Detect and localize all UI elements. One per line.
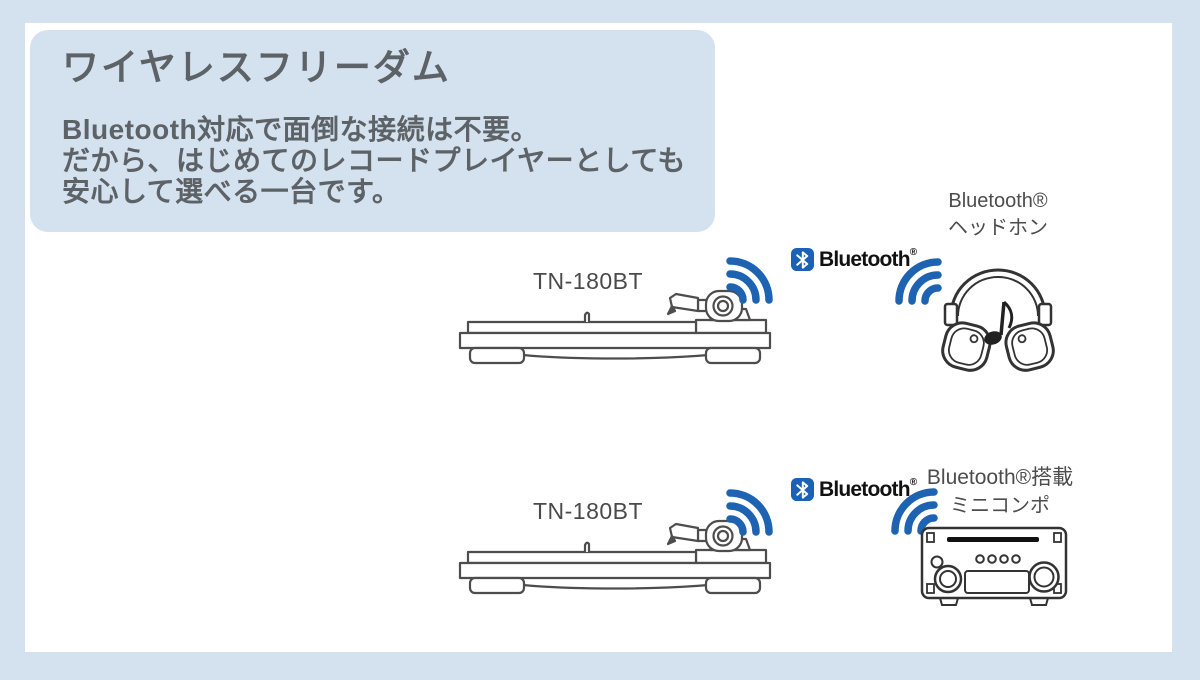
turntable-model-label: TN-180BT: [532, 498, 644, 524]
page-title: ワイヤレスフリーダム: [62, 47, 451, 88]
wireless-waves-icon: [884, 247, 946, 309]
music-note-icon: [984, 300, 1014, 345]
turntable-icon: [456, 284, 774, 370]
turntable-model-label: TN-180BT: [532, 268, 644, 294]
mini-system-icon: [920, 526, 1068, 608]
bluetooth-badge: Bluetooth®: [791, 247, 917, 272]
intro-body-line: 安心して選べる一台です。: [62, 176, 401, 207]
mini-system-label: Bluetooth®搭載 ミニコンポ: [926, 466, 1074, 517]
wireless-waves-icon: [722, 246, 784, 308]
bluetooth-wordmark: Bluetooth®: [819, 247, 917, 272]
wireless-waves-icon: [722, 478, 784, 540]
headphones-label: Bluetooth® ヘッドホン: [948, 190, 1048, 239]
bluetooth-wordmark: Bluetooth®: [819, 477, 917, 502]
intro-body-line: だから、はじめてのレコードプレイヤーとしても: [62, 145, 686, 176]
intro-body-line: Bluetooth対応で面倒な接続は不要。: [62, 114, 540, 145]
bluetooth-logo-icon: [791, 478, 814, 501]
headphones-icon: [932, 240, 1064, 372]
wireless-waves-icon: [880, 477, 942, 539]
turntable-icon: [456, 514, 774, 600]
bluetooth-logo-icon: [791, 248, 814, 271]
bluetooth-badge: Bluetooth®: [791, 477, 917, 502]
intro-body-text: Bluetooth対応で面倒な接続は不要。 だから、はじめてのレコードプレイヤー…: [62, 114, 715, 207]
intro-panel: ワイヤレスフリーダム Bluetooth対応で面倒な接続は不要。 だから、はじめ…: [30, 30, 715, 232]
